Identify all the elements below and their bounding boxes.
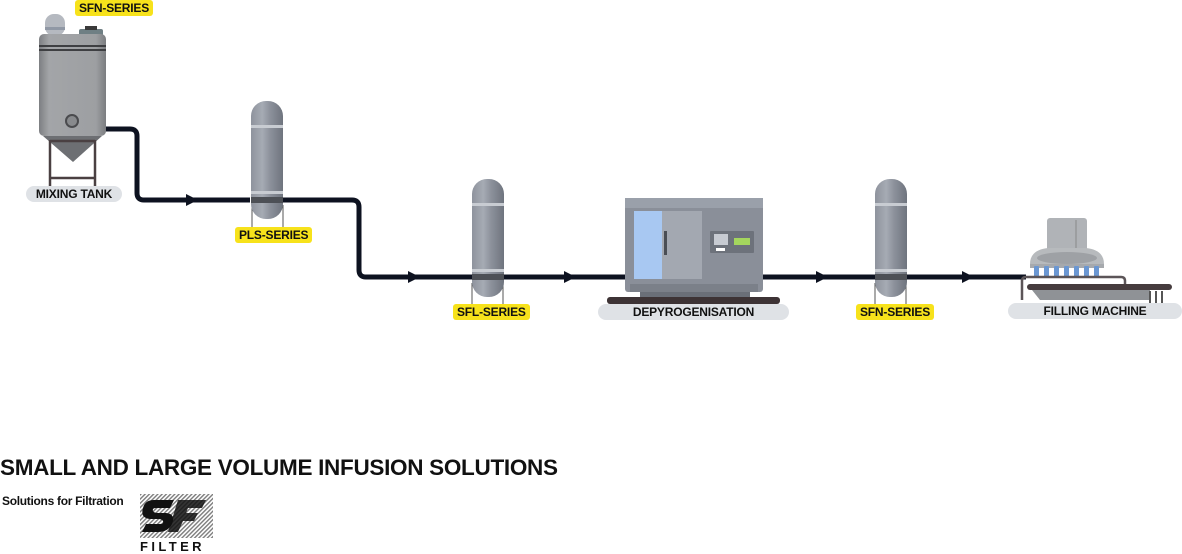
logo-wordmark: FILTER: [140, 539, 205, 554]
flow-arrow-icon: [962, 271, 974, 283]
sfn-filter-icon: [874, 179, 907, 305]
mixing-tank-icon: [39, 14, 106, 186]
sfl-filter-tag: SFL-SERIES: [453, 304, 530, 320]
flow-arrows: [186, 194, 974, 283]
pls-filter-tag: PLS-SERIES: [235, 227, 313, 243]
depyrogenisation-oven-icon: [607, 198, 780, 304]
page-title: SMALL AND LARGE VOLUME INFUSION SOLUTION…: [0, 455, 558, 480]
flow-arrow-icon: [186, 194, 198, 206]
sf-filter-logo-icon: [140, 494, 213, 538]
filling-machine-icon: [1020, 218, 1172, 303]
tank-vent-filter-tag: SFN-SERIES: [75, 0, 154, 16]
pipe-tank-to-pls: [104, 126, 250, 203]
company-tagline: Solutions for Filtration: [2, 494, 124, 508]
sfn-filter-tag: SFN-SERIES: [856, 304, 935, 320]
pls-filter-icon: [251, 101, 284, 228]
filling-machine-label: FILLING MACHINE: [1008, 303, 1182, 319]
flow-arrow-icon: [816, 271, 828, 283]
pipe-pls-to-sfl: [282, 197, 472, 280]
sfl-filter-icon: [471, 179, 504, 305]
flow-arrow-icon: [408, 271, 420, 283]
process-diagram: [39, 14, 1172, 305]
mixing-tank-label: MIXING TANK: [26, 186, 122, 202]
flow-arrow-icon: [564, 271, 576, 283]
depyrogenisation-label: DEPYROGENISATION: [598, 304, 789, 320]
